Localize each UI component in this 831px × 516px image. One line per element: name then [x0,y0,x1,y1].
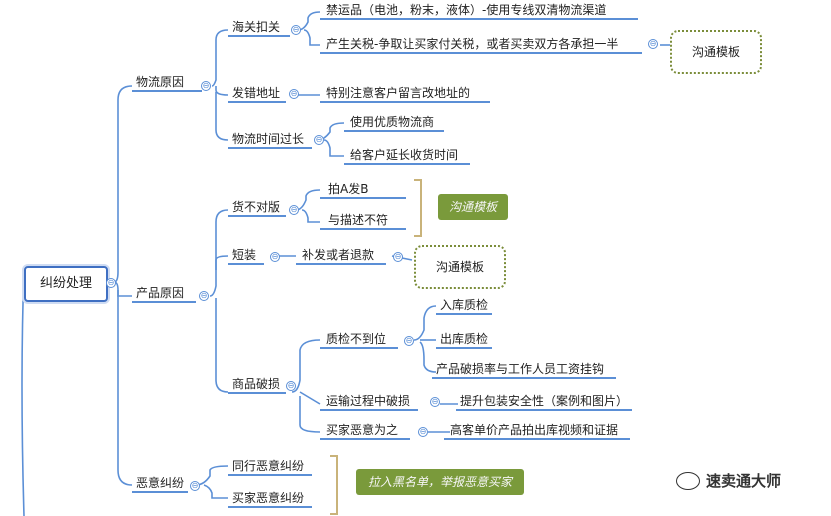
node-quality-logistics[interactable]: 使用优质物流商 [350,115,435,129]
collapse-icon[interactable]: ⊖ [289,89,299,99]
blacklist-action[interactable]: 拉入黑名单，举报恶意买家 [356,469,524,495]
node-damaged[interactable]: 商品破损 [232,377,281,391]
collapse-icon[interactable]: ⊖ [106,278,116,288]
node-long-time[interactable]: 物流时间过长 [232,132,305,146]
node-short[interactable]: 短装 [232,248,257,262]
comm-template-logistics[interactable]: 沟通模板 [670,30,762,74]
node-mismatch[interactable]: 货不对版 [232,200,281,214]
branch-malicious[interactable]: 恶意纠纷 [136,476,185,490]
comm-template-mismatch[interactable]: 沟通模板 [438,194,508,220]
node-not-as-described[interactable]: 与描述不符 [328,213,389,227]
node-buyer-malicious[interactable]: 买家恶意纠纷 [232,491,305,505]
root-node[interactable]: 纠纷处理 [24,266,108,302]
collapse-icon[interactable]: ⊖ [201,81,211,91]
collapse-icon[interactable]: ⊖ [648,39,658,49]
node-damage-rate[interactable]: 产品破损率与工作人员工资挂钩 [436,362,605,376]
node-customs-contraband[interactable]: 禁运品（电池，粉末，液体）-使用专线双清物流渠道 [326,3,607,17]
node-wrong-item[interactable]: 拍A发B [328,182,369,196]
node-wrong-address[interactable]: 发错地址 [232,86,281,100]
watermark: 速卖通大师 [676,470,781,491]
node-customs-tariff[interactable]: 产生关税-争取让买家付关税，或者买卖双方各承担一半 [326,37,619,51]
node-malicious-buyer[interactable]: 买家恶意为之 [326,423,399,437]
branch-product[interactable]: 产品原因 [136,286,185,300]
node-packaging[interactable]: 提升包装安全性（案例和图片） [460,394,629,408]
collapse-icon[interactable]: ⊖ [289,205,299,215]
node-reship-refund[interactable]: 补发或者退款 [302,248,375,262]
collapse-icon[interactable]: ⊖ [199,291,209,301]
node-transport-damage[interactable]: 运输过程中破损 [326,394,411,408]
collapse-icon[interactable]: ⊖ [393,252,403,262]
node-qc-out[interactable]: 出库质检 [440,332,489,346]
node-qc-in[interactable]: 入库质检 [440,298,489,312]
collapse-icon[interactable]: ⊖ [291,25,301,35]
node-qc[interactable]: 质检不到位 [326,332,387,346]
collapse-icon[interactable]: ⊖ [418,427,428,437]
node-peer-malicious[interactable]: 同行恶意纠纷 [232,459,305,473]
collapse-icon[interactable]: ⊖ [430,397,440,407]
collapse-icon[interactable]: ⊖ [190,481,200,491]
comm-template-short[interactable]: 沟通模板 [414,245,506,289]
node-customs[interactable]: 海关扣关 [232,20,281,34]
collapse-icon[interactable]: ⊖ [404,336,414,346]
node-address-note[interactable]: 特别注意客户留言改地址的 [326,86,471,100]
node-video-evidence[interactable]: 高客单价产品拍出库视频和证据 [450,423,619,437]
collapse-icon[interactable]: ⊖ [286,381,296,391]
wechat-icon [676,471,700,490]
collapse-icon[interactable]: ⊖ [314,135,324,145]
branch-logistics[interactable]: 物流原因 [136,75,185,89]
node-extend-time[interactable]: 给客户延长收货时间 [350,148,459,162]
watermark-text: 速卖通大师 [706,472,782,490]
collapse-icon[interactable]: ⊖ [270,252,280,262]
